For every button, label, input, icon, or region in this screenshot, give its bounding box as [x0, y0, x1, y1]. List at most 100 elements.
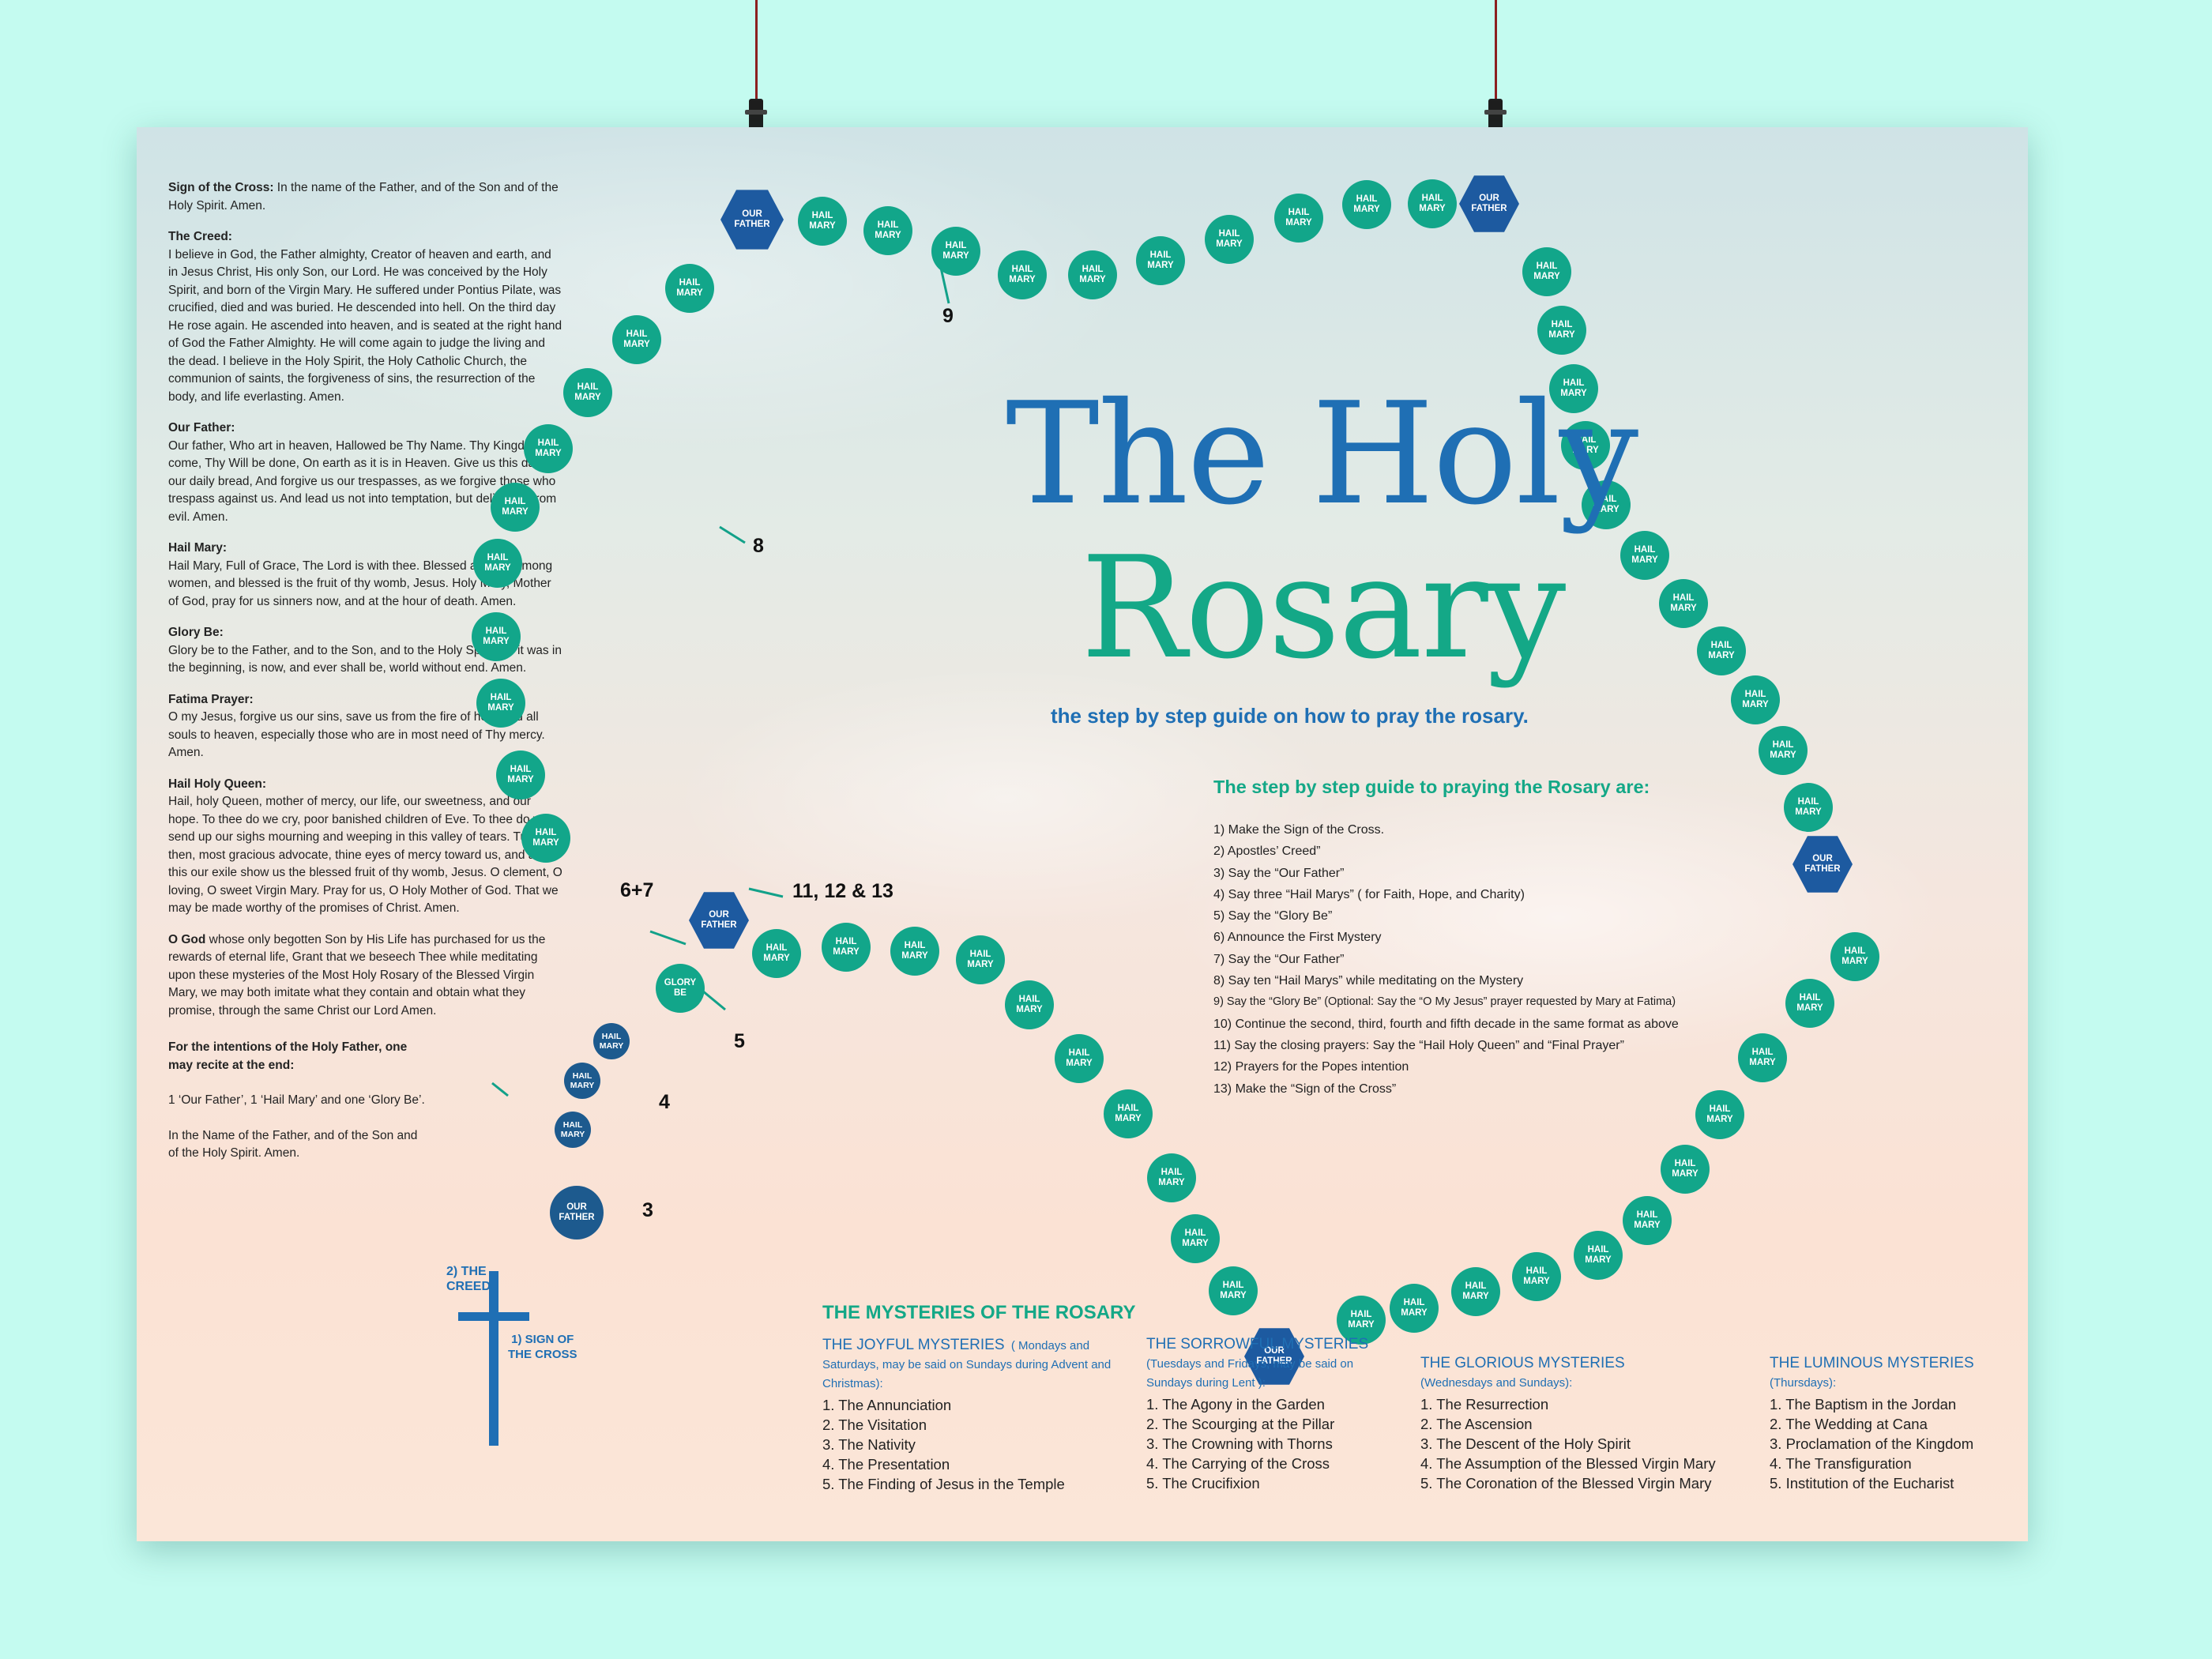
mystery-item: 5. The Finding of Jesus in the Temple [822, 1476, 1065, 1492]
hail-mary-bead: HAIL MARY [1785, 979, 1834, 1028]
hail-mary-bead: HAIL MARY [1512, 1252, 1561, 1301]
hail-mary-bead: HAIL MARY [1695, 1090, 1744, 1139]
mysteries-glorious-list: 1. The Resurrection 2. The Ascension 3. … [1420, 1394, 1752, 1493]
mysteries-luminous: THE LUMINOUS MYSTERIES (Thursdays): 1. T… [1770, 1355, 2007, 1493]
marker-lines [491, 267, 950, 1097]
hail-mary-bead: HAIL MARY [1830, 932, 1879, 981]
mysteries-heading: THE MYSTERIES OF THE ROSARY [822, 1302, 1136, 1323]
mystery-item: 2. The Wedding at Cana [1770, 1416, 1928, 1432]
hail-mary-bead: HAIL MARY [1104, 1089, 1153, 1138]
hail-mary-bead: HAIL MARY [1537, 306, 1586, 355]
hail-mary-bead: HAIL MARY [752, 929, 801, 978]
hail-mary-bead: HAIL MARY [1561, 421, 1610, 470]
hail-mary-bead: HAIL MARY [1574, 1231, 1623, 1280]
mystery-item: 1. The Annunciation [822, 1397, 952, 1413]
step-marker-3: 3 [642, 1199, 653, 1221]
our-father-bead: OUR FATHER [689, 892, 749, 949]
prayers-column: Sign of the Cross: In the name of the Fa… [168, 179, 563, 1176]
step-item: 6) Announce the First Mystery [1213, 931, 1382, 945]
hail-mary-bead: HAIL MARY [491, 483, 540, 532]
hail-mary-bead: HAIL MARY [1136, 236, 1185, 285]
our-father-bead: OUR FATHER [550, 1186, 604, 1240]
mystery-item: 1. The Agony in the Garden [1146, 1396, 1325, 1413]
hail-mary-bead: HAIL MARY [890, 927, 939, 976]
step-item: 8) Say ten “Hail Marys” while meditating… [1213, 974, 1524, 988]
title-line-2: Rosary [1081, 526, 1566, 690]
hail-mary-bead: HAIL MARY [1661, 1145, 1710, 1194]
cross-horizontal-bar [458, 1312, 529, 1321]
prayer-hail-mary: Hail Mary:Hail Mary, Full of Grace, The … [168, 541, 553, 608]
hail-mary-bead: HAIL MARY [473, 539, 522, 588]
title-line-1: The Holy [1006, 372, 1638, 536]
mysteries-luminous-note: (Thursdays): [1770, 1376, 1837, 1390]
hail-mary-bead: HAIL MARY [1659, 579, 1708, 628]
step-item: 11) Say the closing prayers: Say the “Ha… [1213, 1038, 1624, 1052]
hail-mary-bead: HAIL MARY [555, 1112, 591, 1148]
hail-mary-bead: HAIL MARY [1623, 1196, 1672, 1245]
hail-mary-bead: HAIL MARY [1451, 1267, 1500, 1316]
mystery-item: 4. The Presentation [822, 1456, 950, 1473]
hail-mary-bead: HAIL MARY [1697, 626, 1746, 675]
mysteries-glorious-note: (Wednesdays and Sundays): [1420, 1376, 1573, 1390]
hail-mary-bead: HAIL MARY [1408, 179, 1457, 228]
cross-label-creed: 2) THE CREED [446, 1265, 491, 1293]
steps-list: 1) Make the Sign of the Cross. 2) Apostl… [1213, 819, 1679, 1100]
hail-mary-bead: HAIL MARY [1205, 215, 1254, 264]
mysteries-joyful-header: THE JOYFUL MYSTERIES ( Mondays and Satur… [822, 1336, 1123, 1394]
step-item: 12) Prayers for the Popes intention [1213, 1060, 1409, 1074]
hail-mary-bead: HAIL MARY [1005, 980, 1054, 1029]
mystery-item: 4. The Transfiguration [1770, 1455, 1912, 1472]
mystery-item: 2. The Ascension [1420, 1416, 1533, 1432]
hail-mary-bead: HAIL MARY [1738, 1033, 1787, 1082]
mystery-item: 2. The Visitation [822, 1416, 927, 1433]
prayer-sign-of-cross: Sign of the Cross: In the name of the Fa… [168, 181, 559, 213]
prayer-creed: The Creed:I believe in God, the Father a… [168, 230, 562, 404]
hail-mary-bead: HAIL MARY [1337, 1296, 1386, 1345]
hail-mary-bead: HAIL MARY [1171, 1214, 1220, 1263]
poster-clip-right [1484, 99, 1507, 130]
hail-mary-bead: HAIL MARY [1274, 194, 1323, 243]
step-item: 3) Say the “Our Father” [1213, 866, 1345, 880]
step-marker-8: 8 [753, 535, 764, 557]
hail-mary-bead: HAIL MARY [472, 612, 521, 661]
hail-mary-bead: HAIL MARY [1209, 1266, 1258, 1315]
closing-prayer: In the Name of the Father, and of the So… [168, 1128, 418, 1161]
hail-mary-bead: HAIL MARY [564, 1063, 600, 1099]
mystery-item: 2. The Scourging at the Pillar [1146, 1416, 1335, 1432]
prayer-hail-holy-queen: Hail Holy Queen:Hail, holy Queen, mother… [168, 777, 562, 916]
step-item: 9) Say the “Glory Be” (Optional: Say the… [1213, 995, 1676, 1009]
hail-mary-bead: HAIL MARY [998, 250, 1047, 299]
step-item: 5) Say the “Glory Be” [1213, 909, 1333, 924]
mystery-item: 1. The Baptism in the Jordan [1770, 1396, 1957, 1413]
step-marker-11-12-13: 11, 12 & 13 [792, 880, 893, 902]
hail-mary-bead: HAIL MARY [1620, 531, 1669, 580]
hail-mary-bead: HAIL MARY [665, 264, 714, 313]
hail-mary-bead: HAIL MARY [798, 197, 847, 246]
mystery-item: 5. Institution of the Eucharist [1770, 1475, 1954, 1492]
step-marker-5: 5 [734, 1030, 745, 1052]
hail-mary-bead: HAIL MARY [1068, 250, 1117, 299]
mystery-item: 5. The Coronation of the Blessed Virgin … [1420, 1475, 1712, 1492]
step-item: 13) Make the “Sign of the Cross” [1213, 1082, 1397, 1096]
mysteries-joyful-name: THE JOYFUL MYSTERIES [822, 1337, 1005, 1353]
hail-mary-bead: HAIL MARY [863, 206, 912, 255]
mystery-item: 5. The Crucifixion [1146, 1475, 1260, 1492]
mystery-item: 4. The Carrying of the Cross [1146, 1455, 1330, 1472]
hail-mary-bead: HAIL MARY [1582, 480, 1631, 529]
hanging-wire-right [1495, 0, 1497, 99]
mystery-item: 3. The Descent of the Holy Spirit [1420, 1435, 1631, 1452]
poster-clip-left [745, 99, 767, 130]
mysteries-glorious: THE GLORIOUS MYSTERIES (Wednesdays and S… [1420, 1355, 1752, 1493]
hail-mary-bead: HAIL MARY [496, 750, 545, 799]
prayer-glory-be: Glory Be:Glory be to the Father, and to … [168, 626, 562, 675]
mysteries-joyful: THE JOYFUL MYSTERIES ( Mondays and Satur… [822, 1336, 1123, 1494]
step-item: 10) Continue the second, third, fourth a… [1213, 1017, 1679, 1031]
mysteries-joyful-note: ( Mondays and Saturdays, may be said on … [822, 1339, 1112, 1390]
mysteries-glorious-name: THE GLORIOUS MYSTERIES [1420, 1355, 1625, 1371]
mysteries-sorrowful-note: (Tuesdays and Fridays, may be said on Su… [1146, 1357, 1354, 1390]
mystery-item: 4. The Assumption of the Blessed Virgin … [1420, 1455, 1716, 1472]
cross-label-sign: 1) SIGN OF THE CROSS [508, 1333, 577, 1361]
mystery-item: 3. Proclamation of the Kingdom [1770, 1435, 1974, 1452]
hanging-wire-left [755, 0, 758, 99]
hail-mary-bead: HAIL MARY [524, 424, 573, 473]
